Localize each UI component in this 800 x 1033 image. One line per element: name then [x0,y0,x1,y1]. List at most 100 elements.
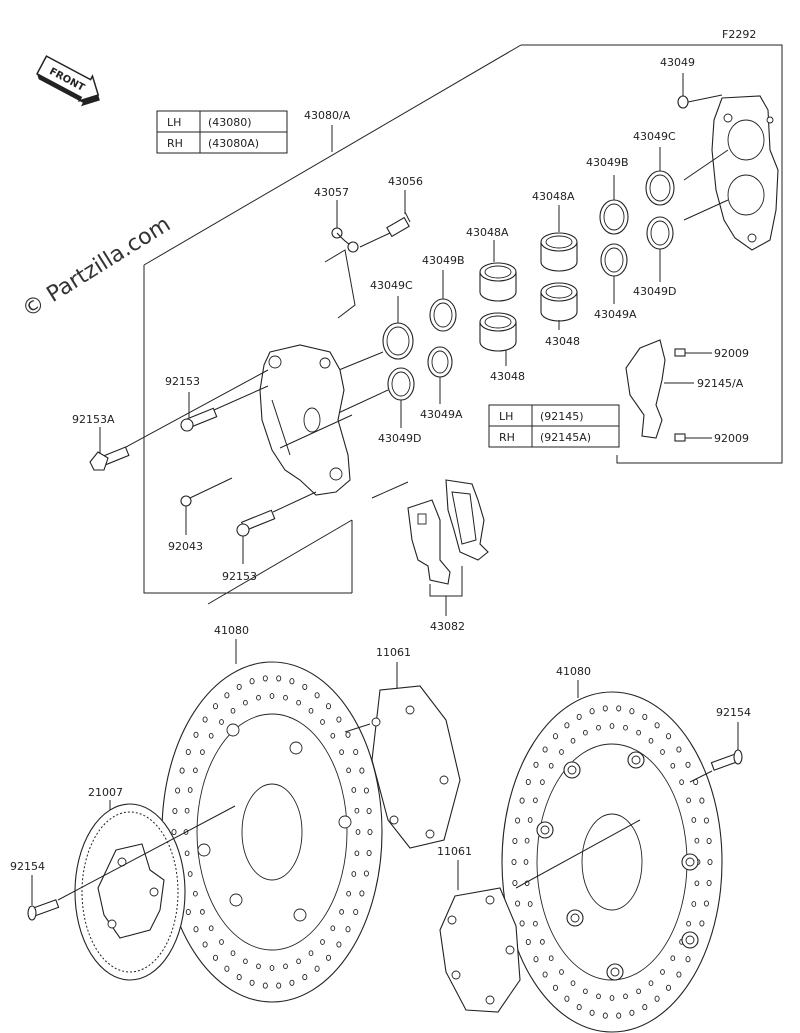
disc-vent-hole [367,828,373,836]
disc-vent-hole [583,988,588,995]
disc-vent-hole [171,828,177,836]
label-43049a-right: 43049A [594,308,637,321]
piston-43048a-right [540,232,578,272]
disc-vent-hole [512,879,518,887]
disc-vent-hole [276,675,282,682]
bracket-table-side-rh: RH [499,431,515,444]
label-43048-right: 43048 [545,335,580,348]
assembly-outline [521,44,783,464]
disc-vent-hole [564,995,570,1002]
piston-43048-right [540,282,578,322]
bolt-92154-left [27,899,60,921]
disc-vent-hole [525,938,531,946]
disc-vent-hole [314,965,320,972]
disc-vent-hole [524,837,530,844]
label-92009-bottom: 92009 [714,432,749,445]
disc-vent-hole [276,982,282,989]
gasket-11061-top [371,685,461,849]
disc-vent-hole [648,980,654,987]
piston-43048a-left [479,262,517,302]
bracket-side-table: LH (92145) RH (92145A) [488,404,620,448]
disc-vent-hole [642,713,648,720]
disc-vent-hole [665,984,672,991]
caliper-table-code-rh: (43080A) [208,137,259,150]
disc-vent-hole [616,705,622,712]
disc-vent-hole [212,954,219,961]
label-92145a: 92145/A [697,377,744,390]
disc-vent-hole [511,858,517,866]
label-92153-bottom: 92153 [222,570,257,583]
disc-vent-hole [694,837,700,844]
disc-vent-hole [589,708,595,715]
disc-vent-hole [243,699,248,706]
label-43049c-right: 43049C [633,130,676,143]
disc-vent-hole [355,829,361,835]
disc-vent-hole [699,920,705,927]
disc-vent-hole [224,965,230,972]
screw-92009-bottom [674,433,686,442]
disc-vent-hole [289,979,295,986]
disc-vent-hole [363,870,369,877]
disc-vent-hole [642,1004,648,1011]
disc-vent-hole [249,979,255,986]
disc-vent-hole [202,716,208,723]
disc-vent-hole [336,716,342,723]
disc-vent-hole [363,787,369,794]
disc-vent-hole [200,749,205,755]
label-43048-left: 43048 [490,370,525,383]
disc-vent-hole [616,1012,622,1019]
label-92154-right: 92154 [716,706,751,719]
disc-vent-hole [219,719,224,725]
disc-vent-hole [185,908,191,916]
disc-vent-hole [629,708,635,715]
disc-vent-hole [542,971,548,978]
disc-vent-hole [519,920,525,927]
disc-vent-hole [325,954,332,961]
disc-vent-hole [686,797,691,804]
caliper-half-right [711,95,779,251]
disc-vent-hole [346,890,351,897]
disc-vent-hole [230,950,236,957]
disc-vent-hole [559,749,564,755]
caliper-table-side-lh: LH [167,116,181,129]
disc-vent-hole [533,761,539,768]
disc-vent-hole [676,746,682,753]
label-43049b-right: 43049B [586,156,629,169]
disc-vent-hole [219,939,224,945]
label-41080-left: 41080 [214,624,249,637]
label-41080-right: 41080 [556,665,591,678]
disc-vent-hole [703,900,709,907]
disc-vent-hole [336,941,342,948]
disc-vent-hole [269,965,275,971]
disc-vent-hole [359,767,365,774]
disc-vent-hole [596,993,601,1000]
disc-vent-hole [353,748,359,756]
disc-vent-hole [351,787,357,793]
nut-43049 [677,95,689,109]
disc-vent-hole [542,746,548,753]
disc-vent-hole [623,993,628,1000]
disc-vent-hole [706,879,712,887]
bracket-92145 [625,339,666,439]
disc-vent-hole [629,1009,635,1016]
label-11061-top: 11061 [376,646,411,659]
disc-vent-hole [296,699,301,706]
disc-vent-hole [648,737,654,744]
disc-vent-hole [515,900,521,907]
label-21007: 21007 [88,786,123,799]
disc-vent-hole [676,971,682,978]
label-43049c-left: 43049C [370,279,413,292]
caliper-table-code-lh: (43080) [208,116,252,129]
bolt-92153-bottom [236,509,276,537]
disc-vent-hole [354,807,360,814]
disc-vent-hole [602,1012,608,1019]
disc-vent-hole [345,926,351,933]
disc-vent-hole [519,797,525,804]
label-43049d-left: 43049D [378,432,421,445]
disc-vent-hole [691,901,697,907]
disc-vent-hole [184,850,190,857]
disc-vent-hole [269,693,275,699]
disc-vent-hole [609,723,615,729]
disc-vent-hole [187,787,193,793]
